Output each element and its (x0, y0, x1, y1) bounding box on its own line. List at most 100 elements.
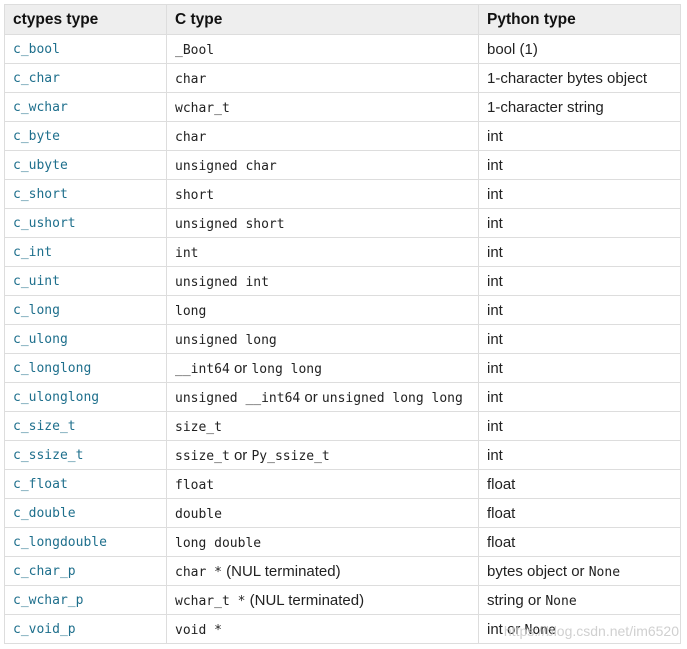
text-fragment: float (487, 533, 516, 551)
text-fragment: bool (1) (487, 40, 538, 58)
c-type-cell: __int64 or long long (166, 353, 479, 383)
python-type-cell: int (478, 150, 681, 180)
text-fragment: int (487, 301, 503, 319)
text-fragment: int (487, 214, 503, 232)
c-type-cell: ssize_t or Py_ssize_t (166, 440, 479, 470)
c-type-cell: long (166, 295, 479, 325)
python-type-cell: int (478, 208, 681, 238)
code-fragment: long double (175, 535, 262, 551)
ctypes-type-cell[interactable]: c_long (4, 295, 167, 325)
table-row: c_longdouble long double float (4, 527, 681, 557)
c-type-cell: unsigned long (166, 324, 479, 354)
text-fragment: bytes object or (487, 562, 589, 580)
c-type-cell: wchar_t (166, 92, 479, 122)
c-type-cell: int (166, 237, 479, 267)
text-fragment: (NUL terminated) (221, 562, 341, 580)
python-type-cell: float (478, 469, 681, 499)
text-fragment: int (487, 388, 503, 406)
python-type-cell: int (478, 121, 681, 151)
text-fragment: int or (487, 620, 525, 638)
python-type-cell: bytes object or None (478, 556, 681, 586)
c-type-cell: float (166, 469, 479, 499)
text-fragment: int (487, 417, 503, 435)
code-fragment: wchar_t (175, 100, 230, 116)
code-fragment: unsigned __int64 (175, 390, 301, 406)
ctypes-type-cell[interactable]: c_wchar_p (4, 585, 167, 615)
code-fragment: _Bool (175, 42, 215, 58)
table-row: c_long long int (4, 295, 681, 325)
text-fragment: or (300, 388, 322, 406)
python-type-cell: float (478, 498, 681, 528)
code-fragment: long long (251, 361, 322, 377)
header-ctypes-type: ctypes type (4, 4, 167, 35)
c-type-cell: unsigned __int64 or unsigned long long (166, 382, 479, 412)
text-fragment: (NUL terminated) (245, 591, 365, 609)
c-type-cell: char (166, 63, 479, 93)
python-type-cell: int or None (478, 614, 681, 644)
ctypes-type-cell[interactable]: c_longdouble (4, 527, 167, 557)
table-row: c_wchar wchar_t 1-character string (4, 92, 681, 122)
c-type-cell: _Bool (166, 34, 479, 64)
c-type-cell: size_t (166, 411, 479, 441)
ctypes-type-cell[interactable]: c_byte (4, 121, 167, 151)
code-fragment: unsigned short (175, 216, 285, 232)
ctypes-type-cell[interactable]: c_wchar (4, 92, 167, 122)
ctypes-type-cell[interactable]: c_size_t (4, 411, 167, 441)
python-type-cell: int (478, 382, 681, 412)
ctypes-type-cell[interactable]: c_float (4, 469, 167, 499)
text-fragment: int (487, 156, 503, 174)
python-type-cell: int (478, 440, 681, 470)
python-type-cell: 1-character bytes object (478, 63, 681, 93)
code-fragment: int (175, 245, 199, 261)
c-type-cell: short (166, 179, 479, 209)
code-fragment: ssize_t (175, 448, 230, 464)
text-fragment: or (229, 359, 252, 377)
ctypes-type-cell[interactable]: c_ushort (4, 208, 167, 238)
table-row: c_char char 1-character bytes object (4, 63, 681, 93)
ctypes-type-cell[interactable]: c_uint (4, 266, 167, 296)
table-row: c_int int int (4, 237, 681, 267)
text-fragment: 1-character string (487, 98, 604, 116)
python-type-cell: int (478, 266, 681, 296)
ctypes-type-cell[interactable]: c_double (4, 498, 167, 528)
python-type-cell: string or None (478, 585, 681, 615)
ctypes-type-cell[interactable]: c_void_p (4, 614, 167, 644)
code-fragment: wchar_t * (175, 593, 246, 609)
ctypes-type-table: ctypes type C type Python type c_bool_Bo… (4, 4, 681, 644)
ctypes-type-cell[interactable]: c_char_p (4, 556, 167, 586)
c-type-cell: char (166, 121, 479, 151)
code-fragment: float (175, 477, 215, 493)
python-type-cell: int (478, 237, 681, 267)
code-fragment: char * (175, 564, 222, 580)
c-type-cell: char * (NUL terminated) (166, 556, 479, 586)
ctypes-type-cell[interactable]: c_ssize_t (4, 440, 167, 470)
text-fragment: int (487, 446, 503, 464)
ctypes-type-cell[interactable]: c_ulong (4, 324, 167, 354)
code-fragment: long (175, 303, 207, 319)
c-type-cell: unsigned int (166, 266, 479, 296)
c-type-cell: wchar_t * (NUL terminated) (166, 585, 479, 615)
ctypes-type-cell[interactable]: c_char (4, 63, 167, 93)
text-fragment: int (487, 330, 503, 348)
ctypes-type-cell[interactable]: c_longlong (4, 353, 167, 383)
ctypes-type-cell[interactable]: c_ubyte (4, 150, 167, 180)
code-fragment: size_t (175, 419, 222, 435)
text-fragment: int (487, 127, 503, 145)
ctypes-type-cell[interactable]: c_ulonglong (4, 382, 167, 412)
ctypes-type-cell[interactable]: c_short (4, 179, 167, 209)
ctypes-type-cell[interactable]: c_int (4, 237, 167, 267)
text-fragment: 1-character bytes object (487, 69, 648, 87)
code-fragment: Py_ssize_t (251, 448, 330, 464)
code-fragment: char (175, 71, 207, 87)
ctypes-type-cell[interactable]: c_bool (4, 34, 167, 64)
